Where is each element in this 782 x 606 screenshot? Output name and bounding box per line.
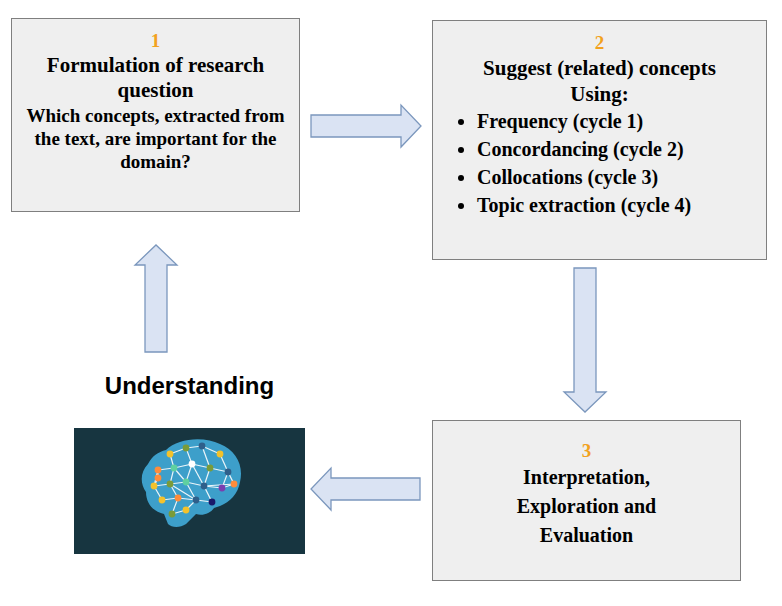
box-text: Using: — [443, 81, 756, 107]
step-number: 2 — [443, 31, 756, 55]
bullet-item: Frequency (cycle 1) — [477, 107, 756, 135]
block-arrow — [311, 105, 421, 147]
brain-picture — [74, 428, 305, 554]
box-text: Formulation of research question — [22, 53, 289, 103]
block-arrow — [135, 245, 177, 352]
process-box: 3Interpretation, Exploration and Evaluat… — [432, 420, 741, 581]
process-box: 1Formulation of research questionWhich c… — [11, 18, 300, 212]
illustration-node: Understanding — [74, 372, 305, 554]
box-text: Interpretation, Exploration and Evaluati… — [492, 463, 682, 550]
box-text: Suggest (related) concepts — [443, 55, 756, 81]
bullet-item: Topic extraction (cycle 4) — [477, 191, 756, 219]
step-number: 1 — [22, 29, 289, 53]
block-arrow — [564, 268, 606, 412]
process-box: 2Suggest (related) conceptsUsing:Frequen… — [432, 20, 767, 260]
brain-illustration — [74, 428, 305, 554]
block-arrow — [311, 468, 420, 510]
bullet-item: Collocations (cycle 3) — [477, 163, 756, 191]
bullet-item: Concordancing (cycle 2) — [477, 135, 756, 163]
node-heading: Understanding — [74, 372, 305, 400]
bullet-list: Frequency (cycle 1)Concordancing (cycle … — [443, 107, 756, 219]
box-text: Which concepts, extracted from the text,… — [25, 104, 287, 173]
step-number: 3 — [443, 439, 730, 463]
